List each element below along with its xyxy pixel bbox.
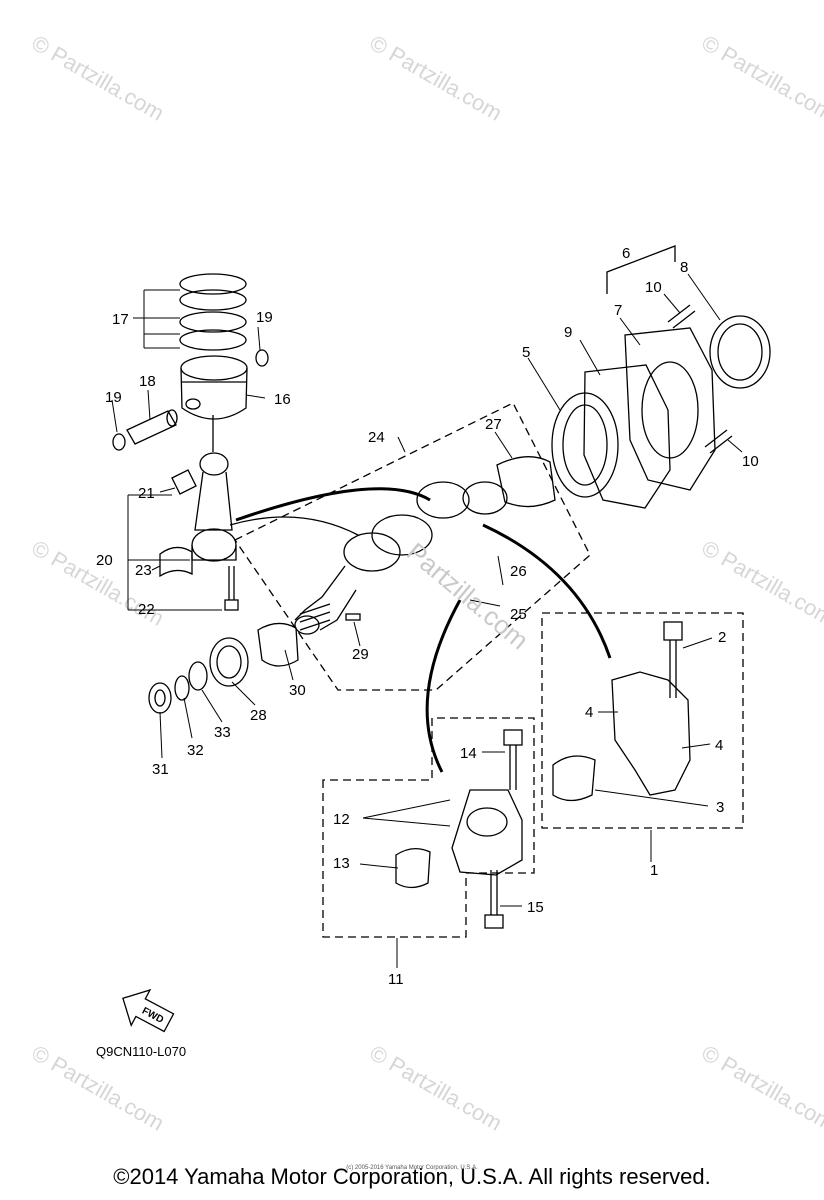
callout-33: 33 <box>214 724 231 741</box>
fwd-arrow-icon: FWD <box>122 988 175 1033</box>
callout-22: 22 <box>138 601 155 618</box>
callout-29: 29 <box>352 646 369 663</box>
copyright-notice: ©2014 Yamaha Motor Corporation, U.S.A. A… <box>113 1164 711 1189</box>
callout-1: 1 <box>650 862 658 879</box>
callout-26: 26 <box>510 563 527 580</box>
bearing-cap <box>611 671 691 796</box>
bolt-15 <box>490 870 498 915</box>
piston-rings <box>179 273 247 351</box>
bearing-cap-12 <box>451 789 523 876</box>
crankshaft <box>294 481 508 635</box>
small-copyright: (c) 2005-2016 Yamaha Motor Corporation, … <box>346 1165 478 1171</box>
callout-31: 31 <box>152 761 169 778</box>
connecting-rod <box>191 452 237 562</box>
cap-bolt <box>669 640 677 698</box>
oil-seal <box>709 315 771 389</box>
big-end-bearing <box>159 546 193 578</box>
bolt <box>667 304 696 329</box>
callout-4b: 4 <box>715 737 723 754</box>
group-box-11 <box>322 717 535 938</box>
callout-20: 20 <box>96 552 113 569</box>
callout-32: 32 <box>187 742 204 759</box>
piston-pin <box>126 410 177 445</box>
small-end-bearing <box>171 469 197 495</box>
key <box>345 613 361 621</box>
circlip <box>112 433 126 451</box>
group-box-1 <box>541 612 744 829</box>
callout-23: 23 <box>135 562 152 579</box>
callout-14: 14 <box>460 745 477 762</box>
bolt <box>704 429 733 454</box>
callout-7: 7 <box>614 302 622 319</box>
callout-2: 2 <box>718 629 726 646</box>
callout-15: 15 <box>527 899 544 916</box>
washer-32 <box>174 675 190 701</box>
callout-28: 28 <box>250 707 267 724</box>
callout-6: 6 <box>622 245 630 262</box>
callout-21: 21 <box>138 485 155 502</box>
callout-11: 11 <box>388 971 404 988</box>
callout-12: 12 <box>333 811 350 828</box>
callout-24: 24 <box>368 429 385 446</box>
main-bearing <box>496 456 556 508</box>
callout-30: 30 <box>289 682 306 699</box>
callout-18: 18 <box>139 373 156 390</box>
cap-bearing <box>552 755 596 802</box>
callout-10: 10 <box>645 279 662 296</box>
part-code: Q9CN110-L070 <box>96 1044 187 1059</box>
callout-27: 27 <box>485 416 502 433</box>
circlip <box>255 349 269 367</box>
bearing-30 <box>257 622 299 667</box>
callout-10b: 10 <box>742 453 759 470</box>
callout-8: 8 <box>680 259 688 276</box>
bracket-6 <box>606 245 676 294</box>
bolt-14 <box>509 745 517 790</box>
callout-5: 5 <box>522 344 530 361</box>
washer-31 <box>148 682 172 714</box>
callout-4: 4 <box>585 704 593 721</box>
assembly-arrow <box>229 516 359 536</box>
piston <box>180 355 248 420</box>
rod-bolt <box>228 566 235 600</box>
housing-cover <box>624 327 716 491</box>
crankshaft-box <box>234 402 591 691</box>
callout-19: 19 <box>256 309 273 326</box>
washer-33 <box>188 661 208 691</box>
callout-3: 3 <box>716 799 724 816</box>
gear <box>209 637 249 687</box>
callout-16: 16 <box>274 391 291 408</box>
callout-9: 9 <box>564 324 572 341</box>
callout-13: 13 <box>333 855 350 872</box>
callout-19b: 19 <box>105 389 122 406</box>
callout-25: 25 <box>510 606 527 623</box>
center-watermark: Partzilla.com <box>401 537 534 656</box>
bearing-13 <box>395 848 431 889</box>
bearing-housing <box>583 364 671 509</box>
callout-17: 17 <box>112 311 129 328</box>
